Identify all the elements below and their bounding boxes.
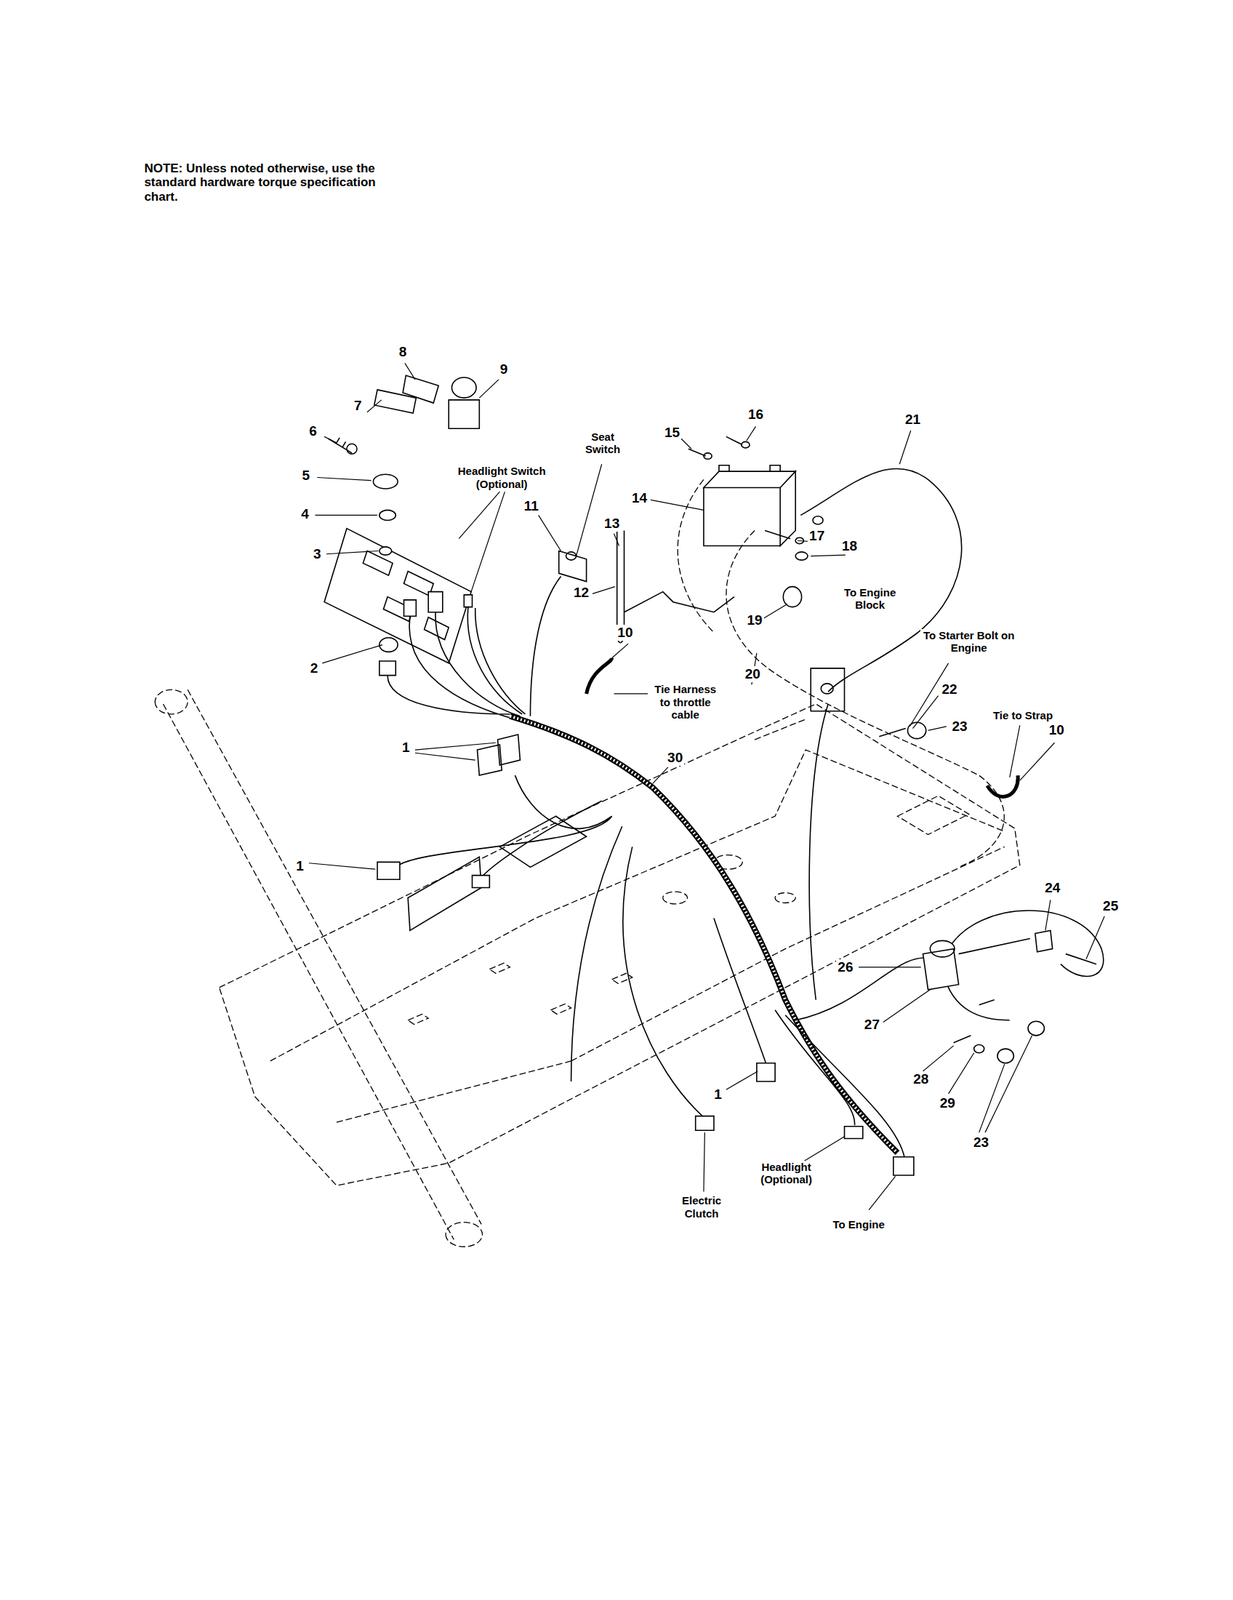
callout-number: 23 [950, 718, 969, 735]
connectors [377, 861, 914, 1175]
bolts-28-29 [953, 999, 995, 1053]
callout-number: 12 [572, 584, 591, 601]
battery-14 [703, 465, 796, 546]
annotation: Tie Harness to throttle cable [647, 682, 724, 721]
callout-number: 2 [308, 660, 320, 677]
callout-number: 8 [397, 343, 409, 360]
callout-number: 10 [1047, 721, 1066, 738]
callout-number: 18 [840, 537, 859, 554]
callout-number: 13 [602, 515, 621, 532]
leader-lines [308, 362, 1105, 1210]
annotation: Headlight Switch (Optional) [445, 464, 558, 491]
callout-number: 10 [615, 624, 634, 641]
callout-number: 21 [903, 411, 922, 428]
callout-number: 9 [498, 361, 510, 378]
callout-number: 25 [1101, 897, 1120, 914]
callout-number: 3 [311, 545, 323, 562]
mount-bracket [407, 815, 586, 930]
callout-number: 4 [299, 505, 311, 522]
annotation: Electric Clutch [671, 1193, 733, 1220]
relay-1 [477, 734, 521, 775]
bolts-15-16 [688, 436, 750, 459]
annotation: To Engine [830, 1217, 886, 1231]
hold-down-13 [617, 529, 735, 642]
bolt-17-18-19 [764, 529, 808, 607]
seat-switch-11 [559, 551, 587, 582]
frame-plate [270, 719, 1005, 1122]
callout-number: 11 [522, 497, 541, 514]
callout-number: 30 [665, 749, 685, 766]
callout-number: 29 [938, 1094, 957, 1111]
cable-21 [800, 468, 962, 692]
callout-number: 5 [300, 467, 312, 484]
callout-number: 1 [294, 857, 306, 874]
branch-wires [395, 774, 933, 1158]
annotation: Headlight (Optional) [752, 1160, 821, 1186]
callout-number: 15 [663, 424, 682, 441]
switch-rings [372, 474, 398, 555]
callout-number: 26 [836, 958, 855, 975]
callout-number: 16 [746, 406, 765, 423]
fuse-25 [1065, 953, 1097, 965]
annotation: To Starter Bolt on Engine [920, 628, 1018, 655]
frame-outline [219, 703, 1020, 1186]
key [328, 437, 357, 454]
callout-number: 1 [400, 739, 412, 756]
ignition-switch-2 [379, 591, 473, 676]
cable-20 [677, 479, 1004, 867]
callout-number: 24 [1043, 879, 1062, 896]
harness-corrugation [509, 716, 898, 1153]
boots-23 [997, 1020, 1045, 1063]
panel-wires [387, 607, 525, 720]
callout-number: 20 [743, 665, 762, 682]
solenoid-26 [923, 940, 959, 989]
fuse-holder-24 [1035, 929, 1053, 951]
front-axle [154, 689, 483, 1247]
engine-block-box [810, 668, 845, 712]
seat-switch-wire [529, 576, 561, 717]
callout-number: 23 [972, 1134, 991, 1151]
annotation: Tie to Strap [991, 708, 1055, 722]
bolt-22 [878, 728, 906, 737]
callout-number: 17 [807, 527, 826, 544]
callout-number: 7 [352, 397, 364, 414]
callout-number: 22 [940, 681, 959, 698]
tie-10 [586, 657, 1019, 797]
ground-cable [809, 703, 829, 1000]
pto-switch-9 [448, 377, 480, 429]
harness-30 [509, 716, 898, 1153]
callout-number: 19 [745, 612, 765, 629]
callout-number: 1 [712, 1086, 724, 1103]
callout-number: 28 [911, 1070, 930, 1087]
callout-number: 14 [630, 490, 649, 506]
callout-number: 6 [307, 423, 319, 440]
fuse-wires [943, 910, 1104, 1020]
note-text: NOTE: Unless noted otherwise, use the st… [142, 161, 389, 205]
annotation: To Engine Block [835, 585, 906, 612]
callout-number: 27 [862, 1016, 882, 1033]
annotation: Seat Switch [577, 430, 628, 456]
cover-8 [402, 375, 439, 403]
